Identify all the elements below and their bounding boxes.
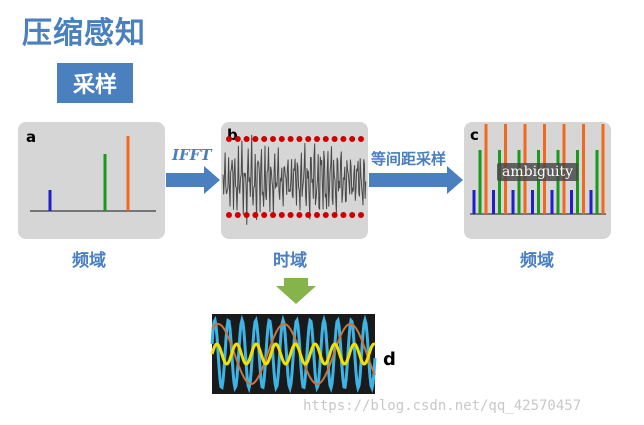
sample-dot [261,212,268,218]
ambiguity-label: ambiguity [497,163,579,181]
sample-dots-bottom [226,212,364,218]
sample-dot [349,212,356,218]
sample-dot [261,136,268,142]
sample-dots-top [226,136,364,142]
sparse-spectrum-plot [30,136,156,212]
panel-time-domain: b [221,122,368,239]
sample-dot [243,212,250,218]
sample-dot [305,212,312,218]
caption-a: 频域 [72,251,106,271]
wave-yellow [210,342,376,366]
sample-dot [278,136,285,142]
sample-dot [270,212,276,218]
sample-dot [287,212,294,218]
panel-a-label: a [26,128,37,146]
sample-dot [234,212,241,218]
sample-dot [270,136,276,142]
sample-dot [322,136,329,142]
sample-dot [314,136,320,142]
panel-c-label: c [470,126,479,144]
sample-dot [296,136,303,142]
sample-dot [331,136,338,142]
sample-dot [252,136,259,142]
sample-dot [226,212,232,218]
sampling-label: 等间距采样 [371,150,447,168]
page-title: 压缩感知 [22,16,146,51]
sample-dot [252,212,259,218]
sample-dot [331,212,338,218]
sample-dot [340,136,347,142]
sample-dot [226,136,232,142]
caption-b: 时域 [273,251,307,271]
sample-dot [305,136,312,142]
sample-dot [349,136,356,142]
panel-d-label: d [383,349,396,370]
sample-dot [358,212,364,218]
section-badge: 采样 [57,63,133,103]
sample-dot [322,212,329,218]
sample-dot [287,136,294,142]
ifft-label: IFFT [172,146,212,164]
sampling-arrow [369,166,463,194]
sample-dot [296,212,303,218]
sample-dot [340,212,347,218]
sample-dot [243,136,250,142]
time-signal-plot [222,134,367,225]
panel-frequency-domain: a [18,122,165,239]
aliased-spectrum-plot [470,124,606,215]
sample-dot [358,136,364,142]
sample-dot [314,212,320,218]
panel-b-label: b [227,126,238,144]
down-arrow [276,278,316,304]
watermark: https://blog.csdn.net/qq_42570457 [303,398,582,414]
sample-dot [234,136,241,142]
ifft-arrow [166,166,220,194]
caption-c: 频域 [520,251,554,271]
sample-dot [278,212,285,218]
panel-sinusoids [210,314,377,394]
wave-orange [211,322,376,386]
time-signal-wave [222,134,367,225]
